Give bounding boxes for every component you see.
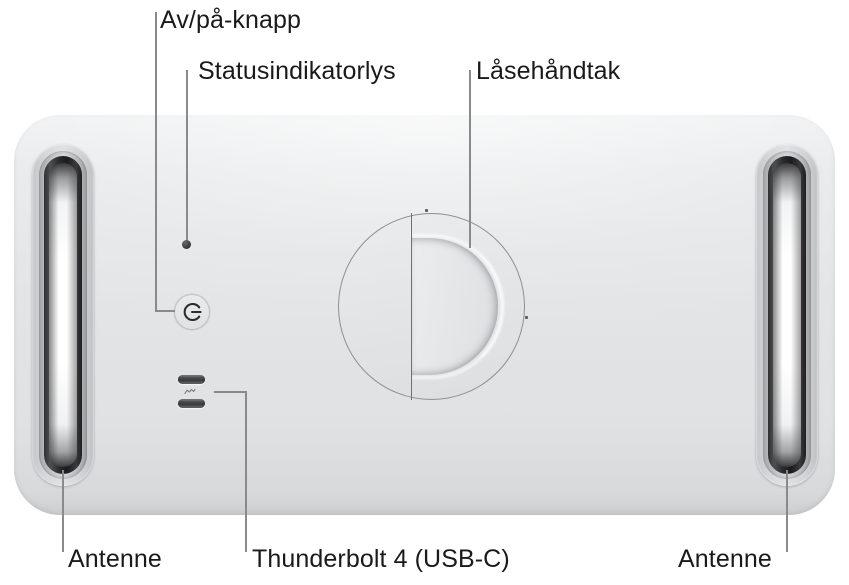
leader-thunderbolt-vertical [245,391,247,552]
callout-label-power-button: Av/på-knapp [160,6,302,34]
antenna-core [773,163,801,467]
lock-handle-recess [411,238,498,375]
thunderbolt-port-bottom [178,399,205,408]
leader-thunderbolt-horizontal [214,391,247,393]
callout-label-thunderbolt: Thunderbolt 4 (USB-C) [252,545,510,573]
power-button[interactable] [174,294,210,330]
leader-power-button-vertical [155,12,157,312]
status-indicator-light [182,240,191,249]
callout-label-antenna-right: Antenne [678,545,772,573]
lock-handle [338,213,525,400]
leader-status-indicator [186,70,188,240]
lock-handle-divider [411,213,412,400]
antenna-core [49,163,77,467]
leader-antenna-left [62,470,64,552]
thunderbolt-icon [184,388,196,395]
leader-lock-handle [469,70,471,248]
leader-antenna-right [786,470,788,552]
thunderbolt-port-top [178,375,205,384]
lock-handle-marker-top [425,209,428,212]
leader-power-button-horizontal [155,310,175,312]
power-icon [181,301,203,323]
callout-label-status-indicator: Statusindikatorlys [198,57,396,85]
lock-handle-marker-right [525,316,528,319]
antenna-left [32,144,94,486]
callout-label-lock-handle: Låsehåndtak [476,57,621,85]
antenna-right [756,144,818,486]
callout-label-antenna-left: Antenne [68,545,162,573]
